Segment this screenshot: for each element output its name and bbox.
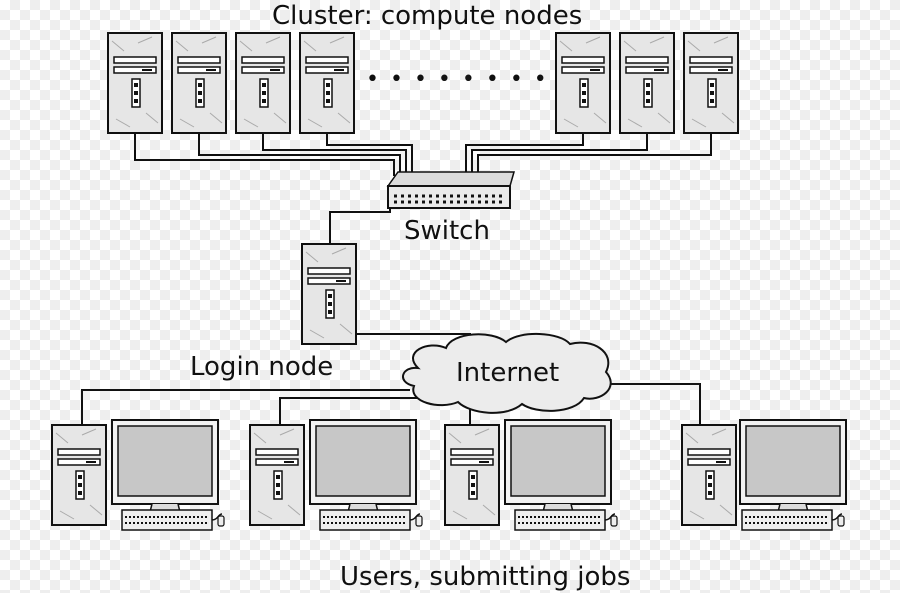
login-node xyxy=(301,243,357,345)
compute-node-2 xyxy=(171,32,227,134)
internet-label: Internet xyxy=(456,358,559,388)
compute-node-6 xyxy=(619,32,675,134)
switch-login-wire xyxy=(329,208,391,244)
compute-node-5 xyxy=(555,32,611,134)
switch-label: Switch xyxy=(404,216,490,246)
compute-node-7 xyxy=(683,32,739,134)
cluster-ellipsis: • • • • • • • • • xyxy=(366,67,573,92)
workstation-keyboard xyxy=(121,509,225,531)
cluster-title: Cluster: compute nodes xyxy=(272,1,583,31)
workstation-tower xyxy=(51,424,107,526)
network-switch xyxy=(386,171,515,209)
compute-node-1 xyxy=(107,32,163,134)
workstation-tower xyxy=(444,424,500,526)
workstation-3 xyxy=(444,419,618,531)
workstation-monitor xyxy=(504,419,612,519)
workstation-4 xyxy=(681,419,847,531)
workstation-monitor xyxy=(111,419,219,519)
user-wires xyxy=(81,383,701,425)
workstation-1 xyxy=(51,419,225,531)
login-node-label: Login node xyxy=(190,352,334,382)
workstation-2 xyxy=(249,419,423,531)
workstation-tower xyxy=(681,424,737,526)
compute-node-4 xyxy=(299,32,355,134)
workstation-keyboard xyxy=(514,509,618,531)
workstation-keyboard xyxy=(741,509,845,531)
workstation-tower xyxy=(249,424,305,526)
compute-node-3 xyxy=(235,32,291,134)
workstation-monitor xyxy=(309,419,417,519)
workstation-keyboard xyxy=(319,509,423,531)
workstation-monitor xyxy=(739,419,847,519)
users-label: Users, submitting jobs xyxy=(340,562,631,592)
internet-cloud xyxy=(402,332,612,414)
cluster-wires xyxy=(134,133,712,176)
